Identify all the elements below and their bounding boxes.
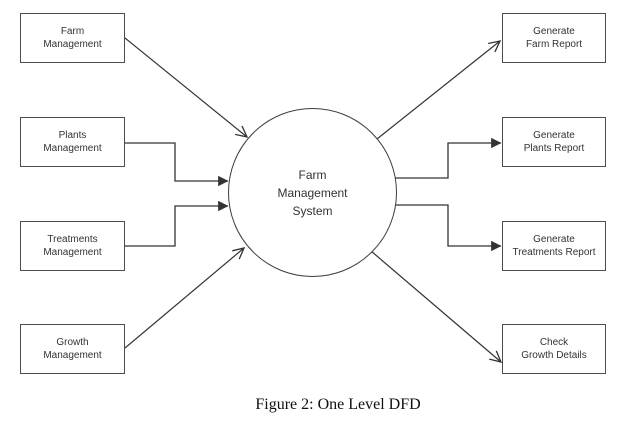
- figure-caption: Figure 2: One Level DFD: [255, 396, 421, 413]
- node-farm-management: Farm Management: [20, 13, 125, 63]
- arrow-treatments-management-to-system: [125, 200, 229, 247]
- arrow-plants-management-to-system: [125, 142, 229, 187]
- arrow-system-to-generate-treatments-report: [394, 204, 502, 252]
- arrow-system-to-check-growth-details: [370, 250, 503, 363]
- arrow-system-to-generate-farm-report: [376, 40, 502, 140]
- node-plants-management: Plants Management: [20, 117, 125, 167]
- node-plants-management-label: Plants Management: [43, 130, 102, 154]
- arrow-farm-management-to-system: [124, 37, 249, 138]
- node-treatments-management-label: Treatments Management: [43, 234, 102, 258]
- node-check-growth-details: Check Growth Details: [502, 324, 606, 374]
- node-generate-treatments-report-label: Generate Treatments Report: [512, 234, 596, 258]
- node-generate-treatments-report: Generate Treatments Report: [502, 221, 606, 271]
- node-generate-farm-report: Generate Farm Report: [502, 13, 606, 63]
- node-farm-management-system-label: Farm Management System: [277, 167, 348, 218]
- node-farm-management-system: Farm Management System: [228, 108, 397, 277]
- node-growth-management-label: Growth Management: [43, 337, 102, 361]
- node-farm-management-label: Farm Management: [43, 26, 102, 50]
- node-generate-plants-report: Generate Plants Report: [502, 117, 606, 167]
- node-check-growth-details-label: Check Growth Details: [521, 337, 587, 361]
- node-generate-plants-report-label: Generate Plants Report: [523, 130, 585, 154]
- node-treatments-management: Treatments Management: [20, 221, 125, 271]
- arrow-system-to-generate-plants-report: [395, 137, 502, 179]
- node-generate-farm-report-label: Generate Farm Report: [525, 26, 583, 50]
- arrow-growth-management-to-system: [124, 247, 246, 349]
- node-growth-management: Growth Management: [20, 324, 125, 374]
